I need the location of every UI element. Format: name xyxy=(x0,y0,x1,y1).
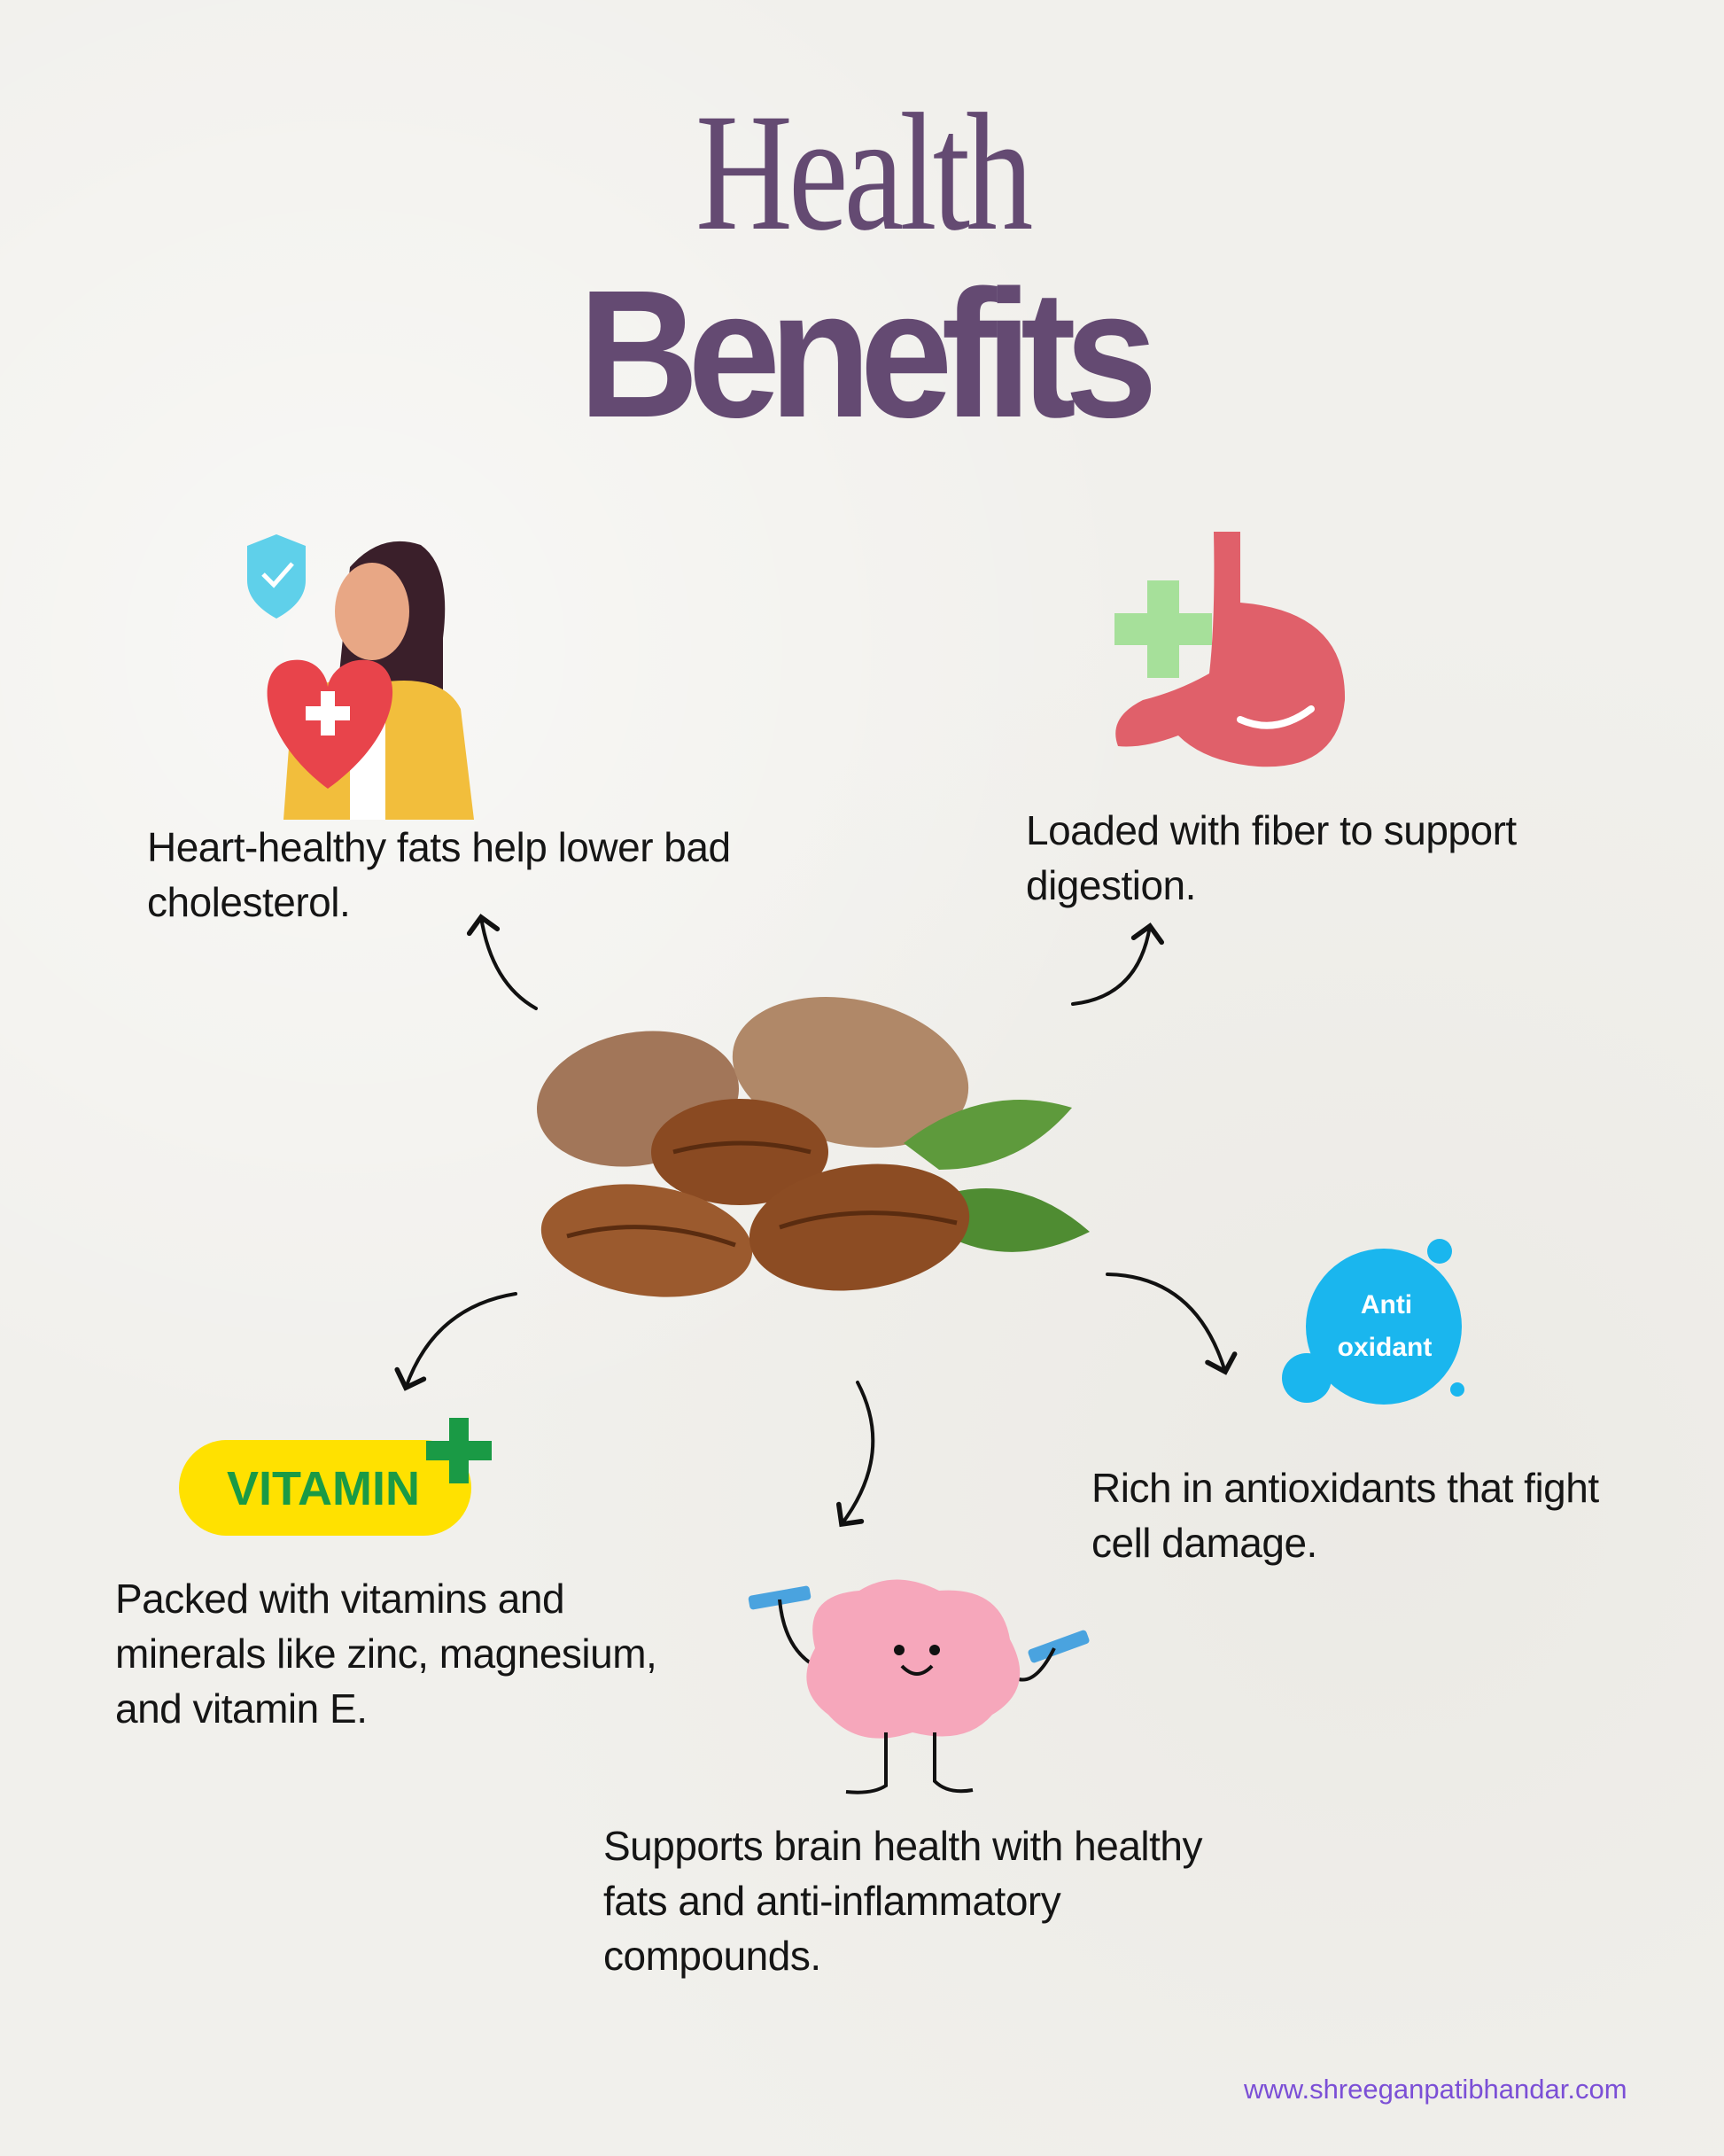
benefit-vitamin-line: minerals like zinc, magnesium, xyxy=(115,1631,657,1677)
benefit-brain: Supports brain health with healthy fats … xyxy=(603,1818,1203,1983)
benefit-vitamin: Packed with vitamins and minerals like z… xyxy=(115,1571,657,1736)
benefit-brain-line: Supports brain health with healthy xyxy=(603,1823,1203,1869)
title-benefits: Benefits xyxy=(0,253,1724,455)
benefit-digestion-line: digestion. xyxy=(1026,862,1196,908)
vitamin-badge-icon: VITAMIN xyxy=(179,1418,492,1536)
title-health: Health xyxy=(0,89,1724,257)
benefit-heart-line: cholesterol. xyxy=(147,879,351,925)
arrow-to-antioxidant xyxy=(1106,1273,1238,1375)
website-link[interactable]: www.shreeganpatibhandar.com xyxy=(1244,2074,1627,2105)
benefit-antioxidant: Rich in antioxidants that fight cell dam… xyxy=(1091,1460,1599,1570)
benefit-vitamin-line: Packed with vitamins and xyxy=(115,1576,565,1622)
title-line1: Health xyxy=(695,80,1033,266)
benefit-antioxidant-line: Rich in antioxidants that fight xyxy=(1091,1465,1599,1511)
benefit-brain-line: fats and anti-inflammatory xyxy=(603,1878,1061,1924)
title-line2: Benefits xyxy=(578,253,1157,455)
arrow-to-digestion xyxy=(1071,922,1165,1006)
arrow-to-heart xyxy=(466,914,538,1010)
antioxidant-badge-line1: Anti xyxy=(1361,1290,1412,1319)
benefit-digestion: Loaded with fiber to support digestion. xyxy=(1026,803,1517,913)
brain-icon xyxy=(748,1579,1090,1794)
benefit-vitamin-line: and vitamin E. xyxy=(115,1685,368,1732)
arrow-to-vitamin xyxy=(394,1292,517,1391)
arrow-to-brain xyxy=(835,1381,875,1528)
benefit-antioxidant-line: cell damage. xyxy=(1091,1520,1317,1566)
benefit-digestion-line: Loaded with fiber to support xyxy=(1026,807,1517,853)
stomach-icon xyxy=(1114,532,1346,767)
benefit-heart-line: Heart-healthy fats help lower bad xyxy=(147,824,731,870)
pecans-image xyxy=(537,997,1090,1297)
benefit-brain-line: compounds. xyxy=(603,1933,821,1979)
vitamin-badge-text: VITAMIN xyxy=(227,1462,420,1515)
benefit-heart: Heart-healthy fats help lower bad choles… xyxy=(147,820,731,930)
antioxidant-bubble-icon: Anti oxidant xyxy=(1282,1239,1464,1405)
heart-woman-icon xyxy=(247,534,474,820)
antioxidant-badge-line2: oxidant xyxy=(1338,1333,1433,1362)
